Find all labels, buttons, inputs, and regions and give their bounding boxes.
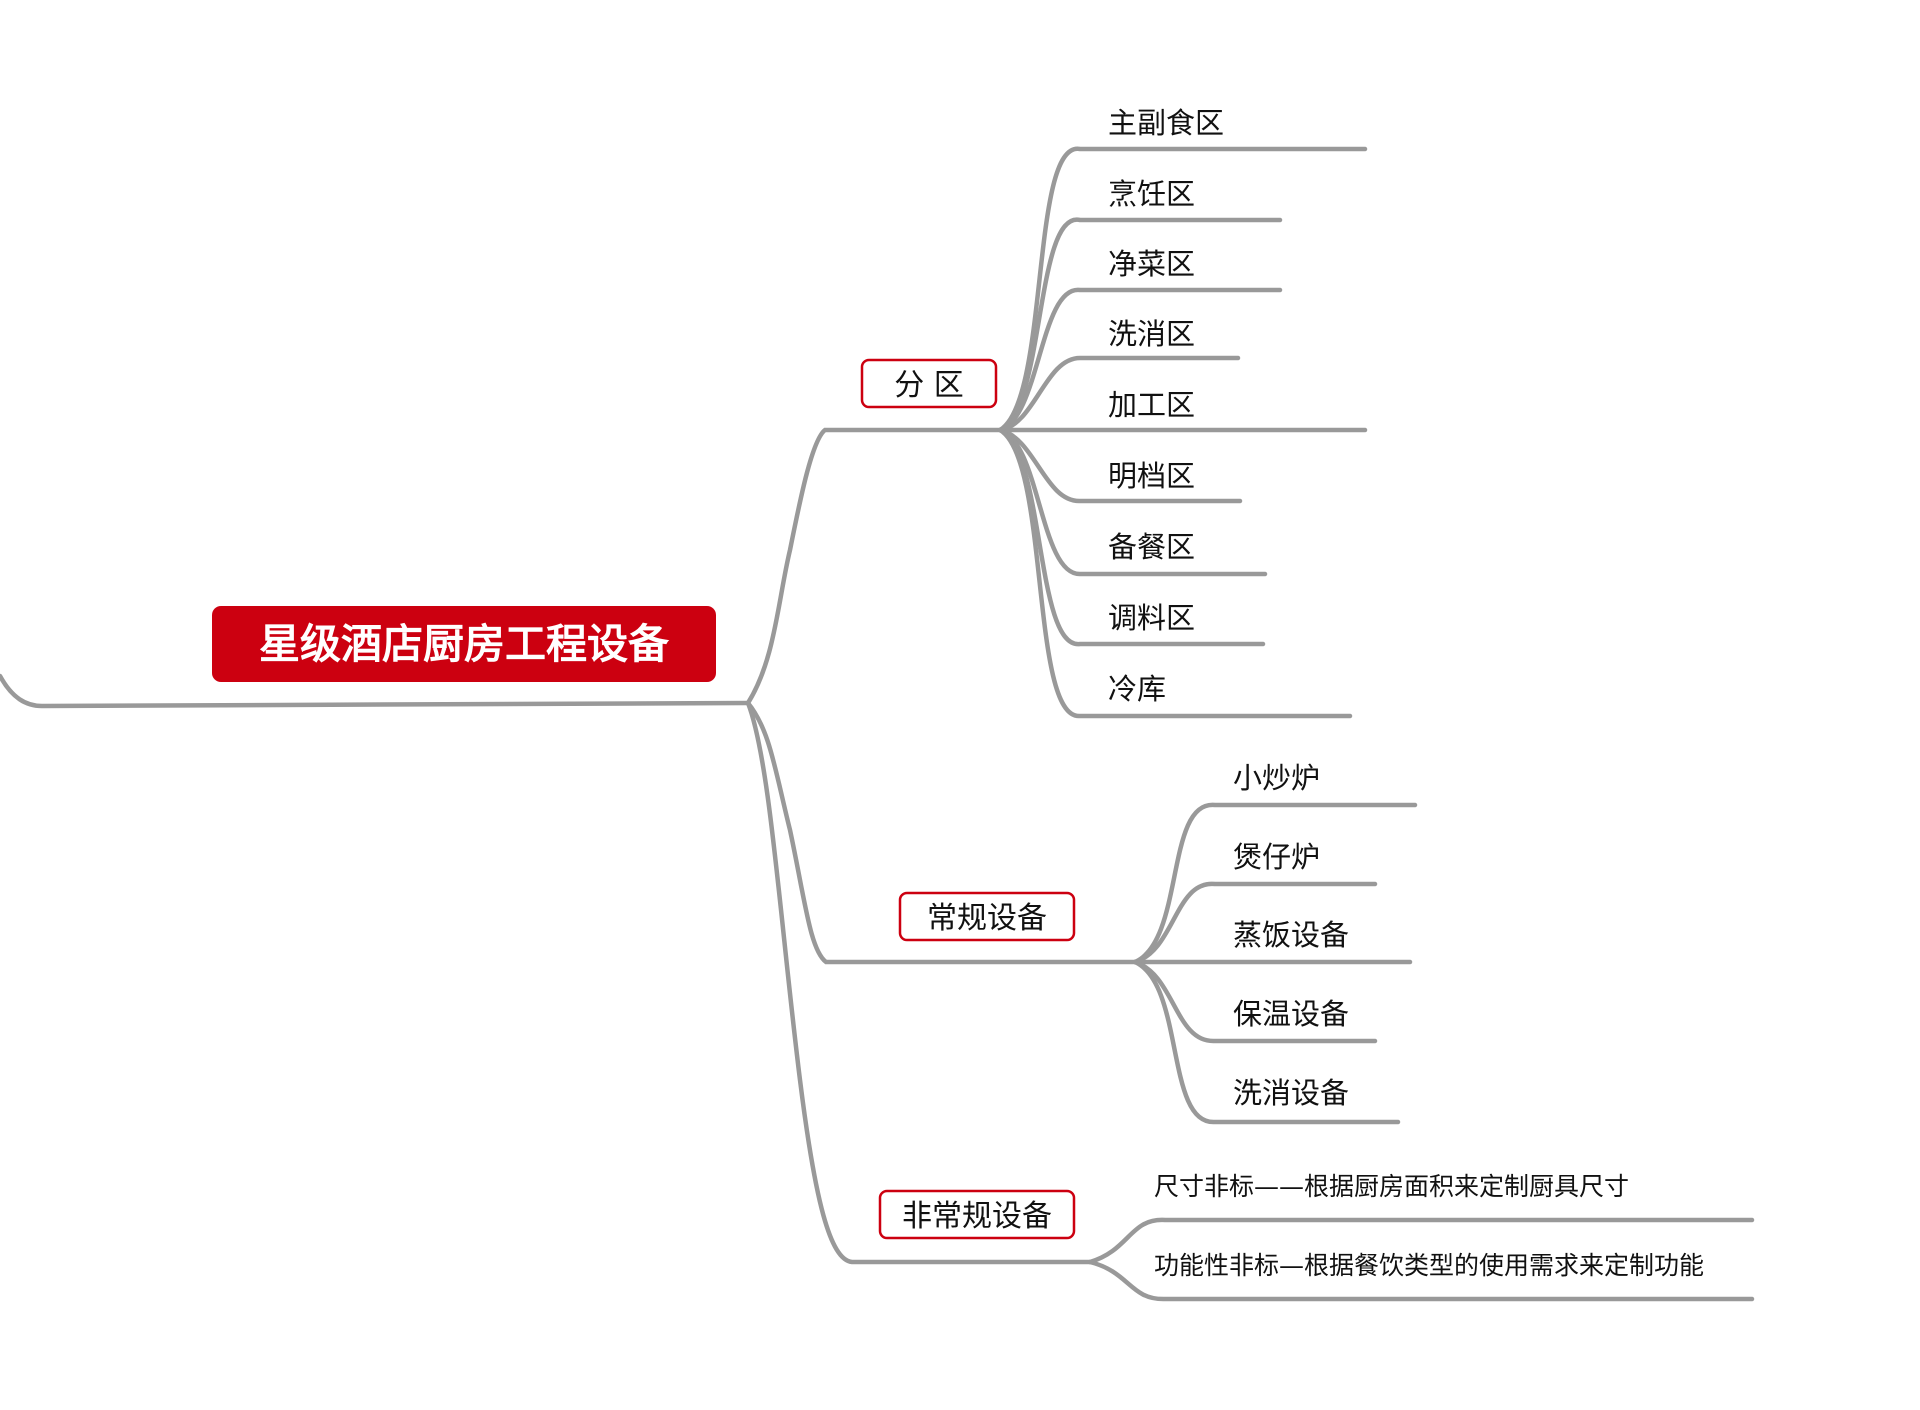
leaf-zone[interactable]: 烹饪区 xyxy=(1108,177,1195,211)
connector-root-nonstandard xyxy=(745,700,1093,1265)
leaf-nonstandard[interactable]: 尺寸非标——根据厨房面积来定制厨具尺寸 xyxy=(1154,1172,1629,1201)
leaf-zone[interactable]: 净菜区 xyxy=(1108,247,1195,281)
leaf-zone[interactable]: 明档区 xyxy=(1108,459,1195,493)
leaf-zone[interactable]: 备餐区 xyxy=(1108,530,1195,564)
leaf-zone[interactable]: 洗消区 xyxy=(1108,317,1195,351)
root-node-box xyxy=(212,606,716,682)
leaf-zone[interactable]: 加工区 xyxy=(1108,388,1195,422)
branch-node-regular-label: 常规设备 xyxy=(927,901,1047,936)
leaf-equipment[interactable]: 洗消设备 xyxy=(1233,1076,1349,1110)
root-connector xyxy=(0,673,751,709)
leaf-zone[interactable]: 调料区 xyxy=(1108,601,1195,635)
leaf-equipment[interactable]: 煲仔炉 xyxy=(1233,840,1320,874)
branch-node-nonstandard-box xyxy=(878,1189,1076,1240)
connector-regular-1 xyxy=(1132,802,1418,965)
connectors xyxy=(0,146,1755,1302)
leaf-equipment[interactable]: 蒸饭设备 xyxy=(1233,918,1349,952)
leaf-zone[interactable]: 冷库 xyxy=(1108,672,1166,706)
connector-zone-2 xyxy=(997,217,1283,433)
connector-nonstandard-1 xyxy=(1087,1217,1755,1265)
connector-nonstandard-2 xyxy=(1087,1259,1755,1302)
leaf-nonstandard[interactable]: 功能性非标—根据餐饮类型的使用需求来定制功能 xyxy=(1154,1251,1704,1280)
regular-children: 小炒炉 煲仔炉 蒸饭设备 保温设备 洗消设备 xyxy=(1233,761,1349,1110)
leaf-zone[interactable]: 主副食区 xyxy=(1108,106,1224,140)
branch-node-regular[interactable]: 常规设备 xyxy=(898,891,1076,942)
branch-node-zones-label: 分 区 xyxy=(894,368,964,403)
leaf-equipment[interactable]: 保温设备 xyxy=(1233,997,1349,1031)
nonstandard-children: 尺寸非标——根据厨房面积来定制厨具尺寸 功能性非标—根据餐饮类型的使用需求来定制… xyxy=(1154,1172,1704,1280)
root-node[interactable]: 星级酒店厨房工程设备 xyxy=(212,606,716,682)
branch-node-zones-box xyxy=(860,358,998,409)
branch-node-nonstandard[interactable]: 非常规设备 xyxy=(878,1189,1076,1240)
branch-node-regular-box xyxy=(898,891,1076,942)
connector-regular-5 xyxy=(1132,959,1401,1125)
zones-children: 主副食区 烹饪区 净菜区 洗消区 加工区 明档区 备餐区 调料区 冷库 xyxy=(1108,106,1224,706)
connector-zone-3 xyxy=(997,287,1283,433)
branch-node-zones[interactable]: 分 区 xyxy=(860,358,998,409)
connector-zone-4 xyxy=(997,355,1241,433)
connector-regular-2 xyxy=(1132,881,1378,965)
branch-node-nonstandard-label: 非常规设备 xyxy=(902,1199,1052,1234)
root-node-label: 星级酒店厨房工程设备 xyxy=(259,620,670,668)
connector-zone-9 xyxy=(997,427,1353,719)
connector-root-zones xyxy=(745,427,1003,706)
leaf-equipment[interactable]: 小炒炉 xyxy=(1233,761,1320,795)
connector-root-regular xyxy=(745,700,1138,965)
